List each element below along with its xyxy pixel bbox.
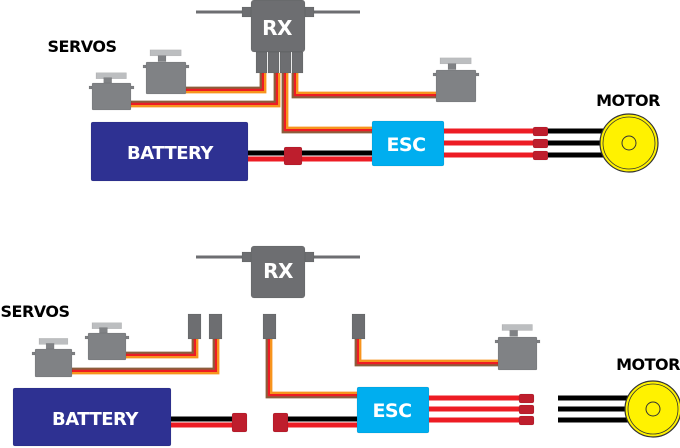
antenna-stub xyxy=(241,6,253,18)
motor-label: MOTOR xyxy=(596,91,660,110)
power-connector xyxy=(518,393,535,404)
battery xyxy=(90,121,249,182)
servo-horn xyxy=(501,324,533,331)
servo-lead-wire xyxy=(354,339,498,367)
receiver-servo-port xyxy=(279,51,292,74)
power-connector xyxy=(518,404,535,415)
servo-horn xyxy=(439,57,472,65)
servo-lead-wire xyxy=(72,339,218,373)
battery xyxy=(12,387,172,447)
servo-lead-wire xyxy=(126,339,195,354)
servo-lead-wire xyxy=(265,339,357,399)
servo-plug xyxy=(262,313,277,340)
servos-label: SERVOS xyxy=(1,302,70,321)
power-connector xyxy=(532,150,549,161)
servo-lead-wire xyxy=(131,73,279,106)
servo-lead-wire xyxy=(186,73,267,94)
motor-label: MOTOR xyxy=(616,355,680,374)
wires xyxy=(72,73,628,428)
servo-lead-wire xyxy=(293,73,436,97)
servo-lead-wire xyxy=(131,73,281,108)
power-connector xyxy=(532,126,549,137)
servo-shaft xyxy=(509,330,518,337)
esc-label: ESC xyxy=(372,400,411,422)
receiver-servo-port xyxy=(255,51,268,74)
battery-label: BATTERY xyxy=(52,409,139,430)
esc-label: ESC xyxy=(386,134,425,156)
servo-lead-wire xyxy=(72,339,220,375)
servo xyxy=(432,57,480,103)
disconnected-diagram-labels: RX SERVOS BATTERY ESC MOTOR xyxy=(1,259,680,430)
servo-shaft xyxy=(99,327,108,334)
rx-label: RX xyxy=(262,16,293,40)
motor-body xyxy=(599,113,659,173)
servo-lead-wire xyxy=(356,339,498,365)
servo-lead-wire xyxy=(291,73,436,99)
power-connector xyxy=(272,412,289,433)
motor-shaft xyxy=(645,401,661,417)
servo-lead-wire xyxy=(72,339,216,370)
power-connector xyxy=(231,412,248,433)
rx-label: RX xyxy=(263,259,294,283)
servo-shaft xyxy=(157,55,167,62)
motor xyxy=(599,113,659,173)
servo-lead-wire xyxy=(267,339,357,397)
power-connector xyxy=(518,415,535,426)
servo xyxy=(84,322,130,361)
servo-lead-wire xyxy=(186,73,265,92)
motor-rim xyxy=(602,116,656,170)
servo-lead-wire xyxy=(281,73,372,134)
esc xyxy=(356,386,430,434)
motor xyxy=(624,380,680,438)
servo-body xyxy=(34,348,73,378)
servo xyxy=(494,324,541,371)
servo-body xyxy=(435,69,477,103)
receiver-servo-port xyxy=(267,51,280,74)
motor-body xyxy=(624,380,680,438)
servo-lead-wire xyxy=(270,339,357,394)
servo-shaft xyxy=(447,63,457,70)
servo xyxy=(88,72,135,111)
servo-shaft xyxy=(45,343,55,350)
servo-lead-wire xyxy=(296,73,436,95)
servo-body xyxy=(145,61,187,95)
servo-body xyxy=(497,336,538,371)
antenna-stub xyxy=(303,251,315,263)
receiver xyxy=(196,245,360,299)
servo-shaft xyxy=(103,77,112,84)
power-connector xyxy=(283,146,303,166)
receiver xyxy=(196,0,360,74)
motor-rim xyxy=(627,383,679,435)
esc xyxy=(371,120,445,167)
antenna-stub xyxy=(241,251,253,263)
servo-plug xyxy=(187,313,202,340)
servo-body xyxy=(91,82,132,111)
receiver-body xyxy=(250,245,306,299)
servo-plug xyxy=(351,313,366,340)
servos-label: SERVOS xyxy=(48,37,117,56)
servo-lead-wire xyxy=(286,73,372,130)
servo-plug xyxy=(208,313,223,340)
servo xyxy=(142,49,190,95)
servo-lead-wire xyxy=(131,73,276,104)
motor-shaft xyxy=(621,135,637,151)
components xyxy=(12,0,680,447)
servo-lead-wire xyxy=(359,339,498,362)
receiver-servo-port xyxy=(291,51,304,74)
antenna-stub xyxy=(303,6,315,18)
servo-lead-wire xyxy=(283,73,372,132)
servo-lead-wire xyxy=(186,73,262,90)
connected-diagram-labels: RX SERVOS BATTERY ESC MOTOR xyxy=(48,16,661,164)
servo-horn xyxy=(149,49,182,57)
servo xyxy=(31,338,76,378)
servo-lead-wire xyxy=(126,339,199,359)
battery-label: BATTERY xyxy=(127,143,214,164)
servo-lead-wire xyxy=(126,339,197,357)
power-connector xyxy=(532,138,549,149)
servo-body xyxy=(87,332,127,361)
